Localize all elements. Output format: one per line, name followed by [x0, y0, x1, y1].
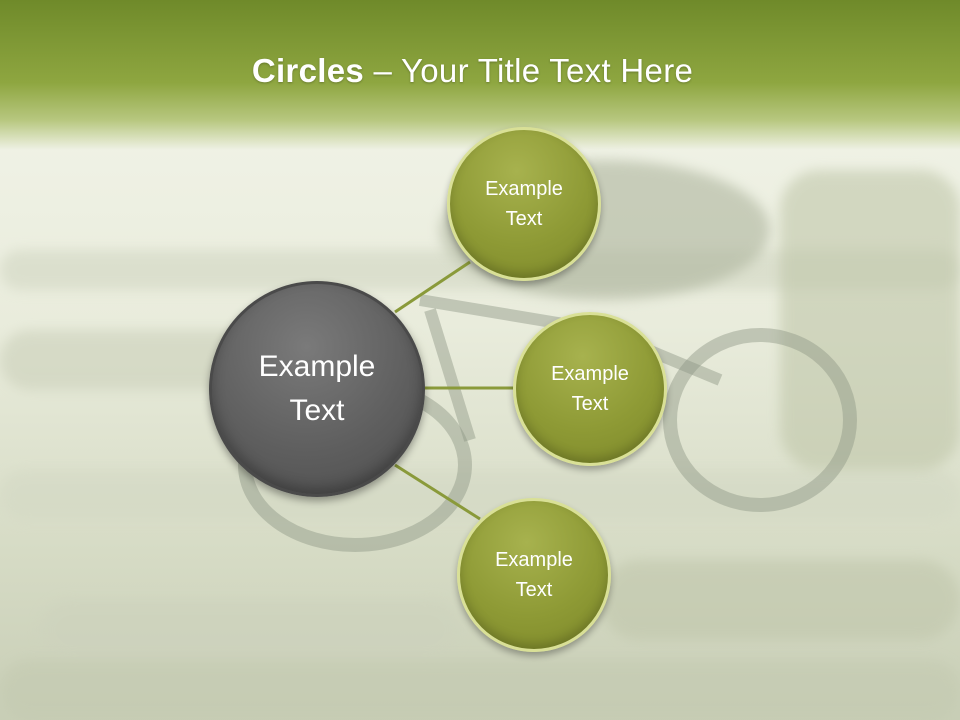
node-circle-label: Example Text [495, 549, 573, 601]
connector-bottom [394, 463, 481, 521]
node-circle-label: Example Text [485, 178, 563, 230]
node-circle-top[interactable]: Example Text [447, 127, 601, 281]
node-circle-bottom[interactable]: Example Text [457, 498, 611, 652]
center-circle-label: Example Text [258, 350, 376, 427]
title-rest: – Your Title Text Here [364, 52, 694, 89]
title-bold: Circles [251, 52, 364, 89]
connector-top [394, 260, 471, 314]
header-band [0, 0, 960, 150]
node-circle-label: Example Text [551, 363, 629, 415]
slide-title[interactable]: Circles – Your Title Text Here [0, 52, 945, 90]
center-circle[interactable]: Example Text [209, 281, 425, 497]
node-circle-middle[interactable]: Example Text [513, 312, 667, 466]
